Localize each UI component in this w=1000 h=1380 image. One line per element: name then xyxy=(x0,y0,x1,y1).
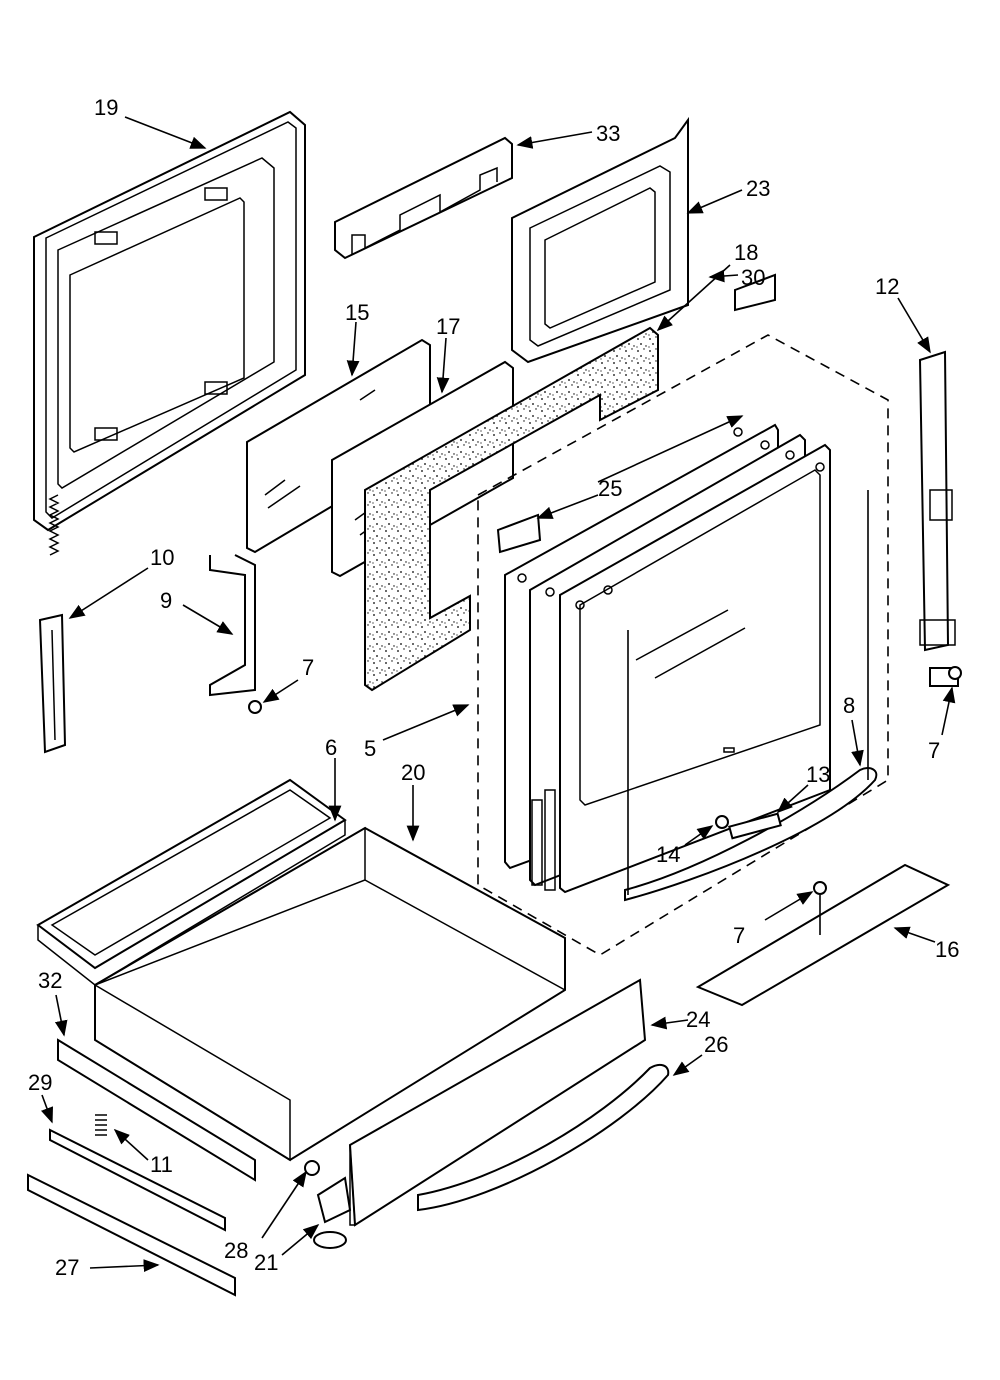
spring-11 xyxy=(95,1114,107,1136)
oven-door-outline-5 xyxy=(477,334,889,956)
hinge-strip-12 xyxy=(918,350,959,687)
callout-15: 15 xyxy=(345,300,369,325)
callout-26: 26 xyxy=(704,1032,728,1057)
callout-8: 8 xyxy=(843,693,855,718)
inner-door-liner-23 xyxy=(511,116,689,364)
badge-13 xyxy=(728,812,782,840)
callout-24: 24 xyxy=(686,1007,710,1032)
callout-29: 29 xyxy=(28,1070,52,1095)
leader-lines xyxy=(40,116,956,1273)
callout-labels: 19 33 23 18 15 17 12 30 25 10 9 7 7 7 6 … xyxy=(28,95,959,1280)
drawer-front-24 xyxy=(348,978,647,1227)
callout-20: 20 xyxy=(401,760,425,785)
callout-13: 13 xyxy=(806,762,830,787)
callout-6: 6 xyxy=(325,735,337,760)
screw-7c xyxy=(813,881,827,895)
callout-21: 21 xyxy=(254,1250,278,1275)
callout-17: 17 xyxy=(436,314,460,339)
slide-27 xyxy=(27,1173,236,1297)
drawer-20 xyxy=(94,826,566,1162)
callout-7-c: 7 xyxy=(733,923,745,948)
callout-27: 27 xyxy=(55,1255,79,1280)
callout-32: 32 xyxy=(38,968,62,993)
leveling-leg-21 xyxy=(304,1160,352,1249)
hinge-bracket-9 xyxy=(209,554,256,697)
callout-7-b: 7 xyxy=(928,738,940,763)
screw-7a xyxy=(248,700,262,714)
door-frames xyxy=(496,273,831,894)
callout-33: 33 xyxy=(596,121,620,146)
callout-23: 23 xyxy=(746,176,770,201)
outer-door-panel-19 xyxy=(33,110,306,532)
callout-30: 30 xyxy=(741,265,765,290)
callout-16: 16 xyxy=(935,937,959,962)
hinge-assembly-10 xyxy=(38,494,67,754)
callout-14: 14 xyxy=(656,842,680,867)
callout-28: 28 xyxy=(224,1238,248,1263)
callout-9: 9 xyxy=(160,588,172,613)
kick-plate-16 xyxy=(695,863,951,1007)
callout-19: 19 xyxy=(94,95,118,120)
callout-10: 10 xyxy=(150,545,174,570)
insulation-18 xyxy=(364,326,659,692)
drawer-handle-26 xyxy=(417,1063,670,1212)
door-trim-strip-33 xyxy=(334,136,513,260)
slide-29 xyxy=(49,1128,226,1232)
callout-18: 18 xyxy=(734,240,758,265)
screw-7b xyxy=(948,666,962,680)
screw-14 xyxy=(715,815,729,829)
callout-5: 5 xyxy=(364,736,376,761)
callout-7-a: 7 xyxy=(302,655,314,680)
callout-11: 11 xyxy=(150,1152,173,1177)
callout-25: 25 xyxy=(598,476,622,501)
callout-12: 12 xyxy=(875,274,899,299)
door-handle-8 xyxy=(624,767,878,902)
side-rail-32 xyxy=(57,1038,256,1182)
